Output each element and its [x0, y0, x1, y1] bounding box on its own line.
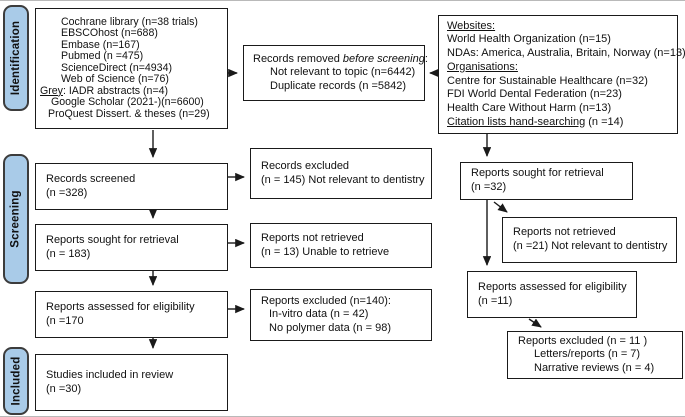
emphasis-text: before screening	[342, 52, 425, 65]
box-title: Reports sought for retrieval	[471, 167, 604, 180]
box-reason: (n = 145) Not relevant to dentistry	[261, 173, 425, 186]
box-reason: (n = 13) Unable to retrieve	[261, 245, 390, 258]
stage-label-identification: Identification	[3, 5, 29, 111]
source-item: Embase (n=167)	[61, 38, 140, 51]
box-title: Reports assessed for eligibility	[478, 280, 627, 293]
box-title: Reports excluded (n=140):	[261, 294, 391, 307]
reports-sought-retrieval-left-box: Reports sought for retrieval (n = 183)	[35, 224, 228, 271]
databases-sources-box: Cochrane library (n=38 trials) EBSCOhost…	[35, 8, 228, 129]
grey-source-item: Google Scholar (2021-)(n=6600)	[51, 96, 204, 109]
reports-excluded-140-box: Reports excluded (n=140): In-vitro data …	[250, 289, 432, 341]
organisation-item: Health Care Without Harm (n=13)	[447, 101, 612, 114]
box-title: Reports not retrieved	[261, 231, 364, 244]
box-count: (n =11)	[478, 294, 513, 307]
box-count: (n =170	[46, 314, 84, 327]
records-screened-box: Records screened (n =328)	[35, 163, 228, 210]
box-title: Reports sought for retrieval	[46, 233, 179, 246]
box-title: Records excluded	[261, 159, 350, 172]
reports-not-retrieved-right-box: Reports not retrieved (n =21) Not releva…	[502, 217, 677, 263]
stage-label-text: Identification	[10, 20, 23, 96]
box-title: Reports excluded (n = 11 )	[518, 334, 648, 347]
source-item: Web of Science (n=76)	[61, 73, 169, 86]
box-count: (n =30)	[46, 382, 82, 395]
removed-item: Duplicate records (n =5842)	[270, 79, 407, 92]
website-item: NDAs: America, Australia, Britain, Norwa…	[447, 47, 685, 60]
source-item: ScienceDirect (n=4934)	[61, 61, 172, 74]
website-item: World Health Organization (n=15)	[447, 33, 611, 46]
reports-sought-retrieval-right-box: Reports sought for retrieval (n =32)	[460, 162, 633, 200]
records-removed-box: Records removed before screening: Not re…	[243, 45, 428, 101]
source-item: Cochrane library (n=38 trials)	[61, 15, 198, 28]
stage-label-text: Screening	[10, 190, 22, 248]
removed-item: Not relevant to topic (n=6442)	[270, 66, 416, 79]
exclusion-reason: In-vitro data (n = 42)	[269, 308, 369, 321]
grey-literature-item: Grey: IADR abstracts (n=4)	[40, 84, 169, 97]
reports-assessed-eligibility-right-box: Reports assessed for eligibility (n =11)	[467, 271, 637, 318]
reports-not-retrieved-left-box: Reports not retrieved (n = 13) Unable to…	[250, 223, 432, 268]
websites-organisations-box: Websites: World Health Organization (n=1…	[438, 15, 685, 134]
organisations-heading: Organisations:	[447, 60, 518, 73]
box-title: Studies included in review	[46, 368, 174, 381]
records-excluded-box: Records excluded (n = 145) Not relevant …	[250, 148, 432, 199]
grey-source-item: ProQuest Dissert. & theses (n=29)	[48, 107, 210, 120]
box-reason: (n =21) Not relevant to dentistry	[513, 240, 668, 252]
exclusion-reason: Letters/reports (n = 7)	[534, 348, 641, 361]
exclusion-reason: No polymer data (n = 98)	[269, 321, 391, 334]
box-count: (n = 183)	[46, 247, 91, 260]
box-count: (n =32)	[471, 181, 507, 193]
box-count: (n =328)	[46, 186, 88, 199]
box-title: Reports not retrieved	[513, 226, 616, 239]
box-title: Records screened	[46, 172, 136, 185]
source-item: Pubmed (n =475)	[61, 50, 144, 63]
organisation-item: FDI World Dental Federation (n=23)	[447, 88, 622, 101]
stage-label-text: Included	[10, 356, 23, 406]
studies-included-box: Studies included in review (n =30)	[35, 354, 228, 411]
records-removed-title: Records removed before screening:	[253, 52, 428, 65]
stage-label-screening: Screening	[3, 154, 29, 284]
grey-heading: Grey	[40, 84, 63, 97]
websites-heading: Websites:	[447, 19, 496, 32]
citation-lists-item: Citation lists hand-searching (n =14)	[447, 115, 624, 128]
reports-excluded-11-box: Reports excluded (n = 11 ) Letters/repor…	[507, 331, 683, 379]
source-item: EBSCOhost (n=688)	[61, 27, 158, 40]
box-title: Reports assessed for eligibility	[46, 300, 195, 313]
stage-label-included: Included	[3, 347, 29, 415]
organisation-item: Centre for Sustainable Healthcare (n=32)	[447, 74, 648, 87]
reports-assessed-eligibility-left-box: Reports assessed for eligibility (n =170	[35, 291, 228, 338]
exclusion-reason: Narrative reviews (n = 4)	[534, 361, 655, 374]
